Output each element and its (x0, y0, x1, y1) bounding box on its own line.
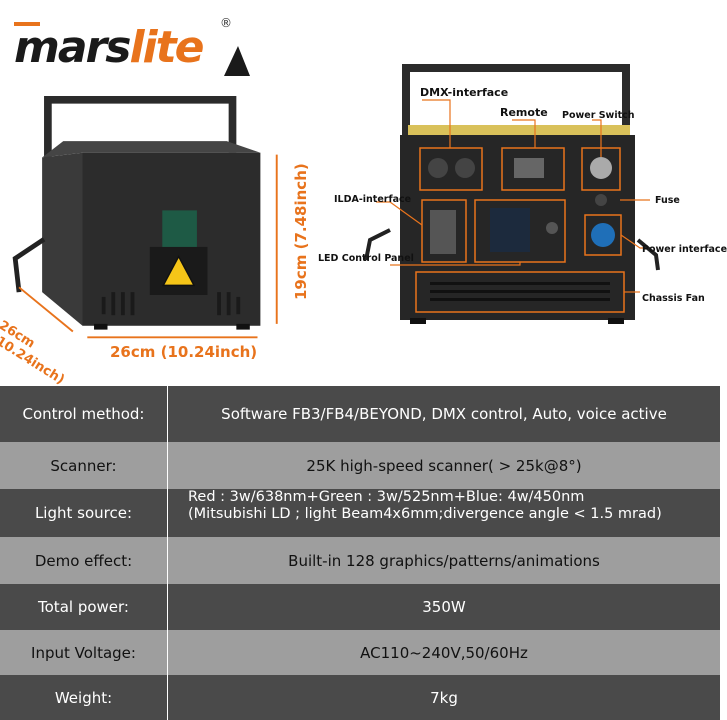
spec-row-weight: Weight: 7kg (0, 675, 720, 720)
brand-logo: marslite ® (14, 16, 250, 82)
spec-value: Red : 3w/638nm+Green : 3w/525nm+Blue: 4w… (168, 489, 720, 537)
callout-ilda-interface: ILDA-interface (334, 194, 412, 205)
callout-dmx-interface: DMX-interface (420, 86, 509, 99)
callout-led-control-panel: LED Control Panel (318, 253, 414, 264)
spec-row-control-method: Control method: Software FB3/FB4/BEYOND,… (0, 386, 720, 442)
spec-row-total-power: Total power: 350W (0, 584, 720, 630)
callout-power-switch: Power Switch (562, 110, 635, 121)
callout-power-interface: Power interface (642, 244, 727, 255)
spec-value: 25K high-speed scanner( > 25k@8°) (168, 442, 720, 489)
width-dimension-label: 26cm (10.24inch) (110, 343, 258, 361)
spec-value: 350W (168, 584, 720, 630)
spec-label: Light source: (0, 489, 168, 537)
spec-label: Input Voltage: (0, 630, 168, 675)
logo-triangle-icon (14, 22, 250, 76)
spec-value: Software FB3/FB4/BEYOND, DMX control, Au… (168, 386, 720, 442)
spec-value: AC110~240V,50/60Hz (168, 630, 720, 675)
spec-table: Control method: Software FB3/FB4/BEYOND,… (0, 386, 720, 720)
laser-projector-front-illustration (12, 95, 278, 339)
spec-label: Scanner: (0, 442, 168, 489)
registered-mark: ® (220, 16, 232, 30)
callout-fuse: Fuse (655, 195, 680, 206)
spec-row-scanner: Scanner: 25K high-speed scanner( > 25k@8… (0, 442, 720, 489)
logo-lite: lite (129, 22, 204, 73)
spec-label: Control method: (0, 386, 168, 442)
callout-chassis-fan: Chassis Fan (642, 293, 705, 304)
callout-remote: Remote (500, 106, 548, 119)
height-dimension-label: 19cm (7.48inch) (292, 163, 310, 300)
spec-value: 7kg (168, 675, 720, 720)
spec-value: Built-in 128 graphics/patterns/animation… (168, 537, 720, 584)
spec-row-light-source: Light source: Red : 3w/638nm+Green : 3w/… (0, 489, 720, 537)
laser-projector-rear-illustration (364, 64, 660, 324)
spec-row-demo-effect: Demo effect: Built-in 128 graphics/patte… (0, 537, 720, 584)
logo-mars: mars (14, 22, 131, 73)
spec-label: Demo effect: (0, 537, 168, 584)
spec-label: Weight: (0, 675, 168, 720)
spec-row-input-voltage: Input Voltage: AC110~240V,50/60Hz (0, 630, 720, 675)
spec-label: Total power: (0, 584, 168, 630)
product-image-area: marslite ® (0, 16, 727, 388)
